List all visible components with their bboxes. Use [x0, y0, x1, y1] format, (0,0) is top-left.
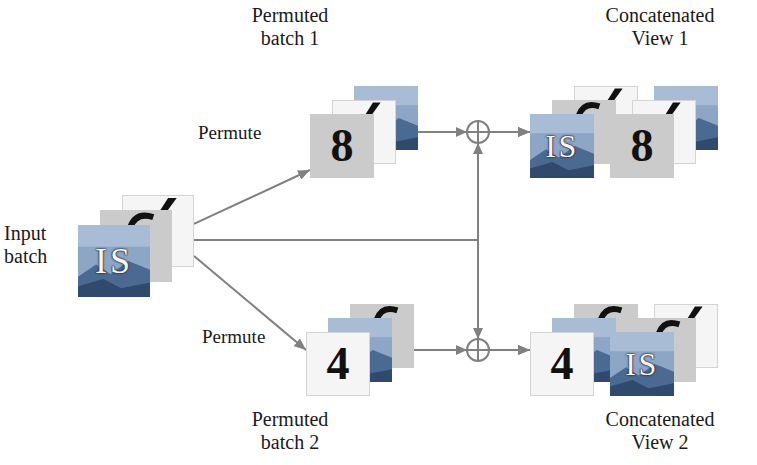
image-card: IS	[78, 225, 150, 297]
sky	[610, 332, 674, 396]
scene-text: 4	[550, 341, 573, 387]
concat-circle	[467, 121, 489, 143]
card-ground	[307, 333, 370, 396]
image-stack: ISInput batch	[78, 195, 194, 297]
glyph-holder: 8	[610, 114, 674, 178]
image-card: IS	[530, 114, 594, 178]
stack-heading-holder: Concatenated View 2	[590, 408, 730, 454]
stack-heading: Input batch	[4, 222, 47, 267]
image-card: IS	[610, 332, 674, 396]
arrowhead	[473, 328, 483, 339]
scene-text: IS	[625, 348, 659, 380]
concat-plus	[467, 121, 489, 143]
image-card: 4	[530, 332, 594, 396]
image-stack: IS8Concatenated View 1	[530, 86, 718, 178]
edge-label: Permute	[200, 326, 267, 348]
stack-heading-holder: Concatenated View 1	[590, 4, 730, 50]
glyph-holder: IS	[530, 114, 594, 178]
stack-heading: Permuted batch 1	[252, 4, 329, 49]
image-stack: 4ISConcatenated View 2	[530, 304, 718, 396]
card-ground	[310, 114, 374, 178]
scene-text: IS	[545, 130, 579, 162]
concat-plus	[467, 339, 489, 361]
sky	[78, 225, 150, 297]
stack-heading-holder: Permuted batch 2	[235, 408, 345, 454]
arrowhead	[456, 127, 467, 137]
mountain	[530, 162, 594, 178]
image-stack: 8Permuted batch 1	[310, 86, 418, 178]
mountain	[78, 279, 150, 297]
glyph-holder: 8	[310, 114, 374, 178]
digit-fragment	[377, 309, 397, 319]
card-ground	[531, 333, 594, 396]
digit-fragment	[579, 105, 599, 115]
glyph-holder: IS	[610, 332, 674, 396]
arrowhead	[456, 345, 467, 355]
glyph-holder: 4	[530, 332, 594, 396]
edge-label: Permute	[196, 122, 263, 144]
scene-text: IS	[95, 243, 133, 279]
scene-text: 4	[326, 341, 349, 387]
stack-heading: Concatenated View 2	[606, 408, 715, 453]
sky	[530, 114, 594, 178]
image-card: 4	[306, 332, 370, 396]
image-card: 8	[610, 114, 674, 178]
concat-operator	[456, 121, 489, 154]
flow-arrow	[194, 256, 306, 350]
concat-operator	[456, 328, 489, 361]
glyph-holder: 4	[306, 332, 370, 396]
card-ground	[610, 114, 674, 178]
digit-fragment	[601, 309, 621, 319]
digit-fragment	[659, 323, 679, 333]
glyph-holder: IS	[78, 225, 150, 297]
stack-heading-holder: Input batch	[4, 222, 66, 268]
flow-arrow	[194, 170, 310, 224]
scene-text: 8	[630, 123, 653, 169]
mountain	[610, 380, 674, 396]
stack-heading: Permuted batch 2	[252, 408, 329, 453]
concat-circle	[467, 339, 489, 361]
image-card: 8	[310, 114, 374, 178]
arrowhead	[473, 143, 483, 154]
scene-text: 8	[330, 123, 353, 169]
stack-heading: Concatenated View 1	[606, 4, 715, 49]
stack-heading-holder: Permuted batch 1	[235, 4, 345, 50]
image-stack: 4Permuted batch 2	[306, 304, 414, 396]
